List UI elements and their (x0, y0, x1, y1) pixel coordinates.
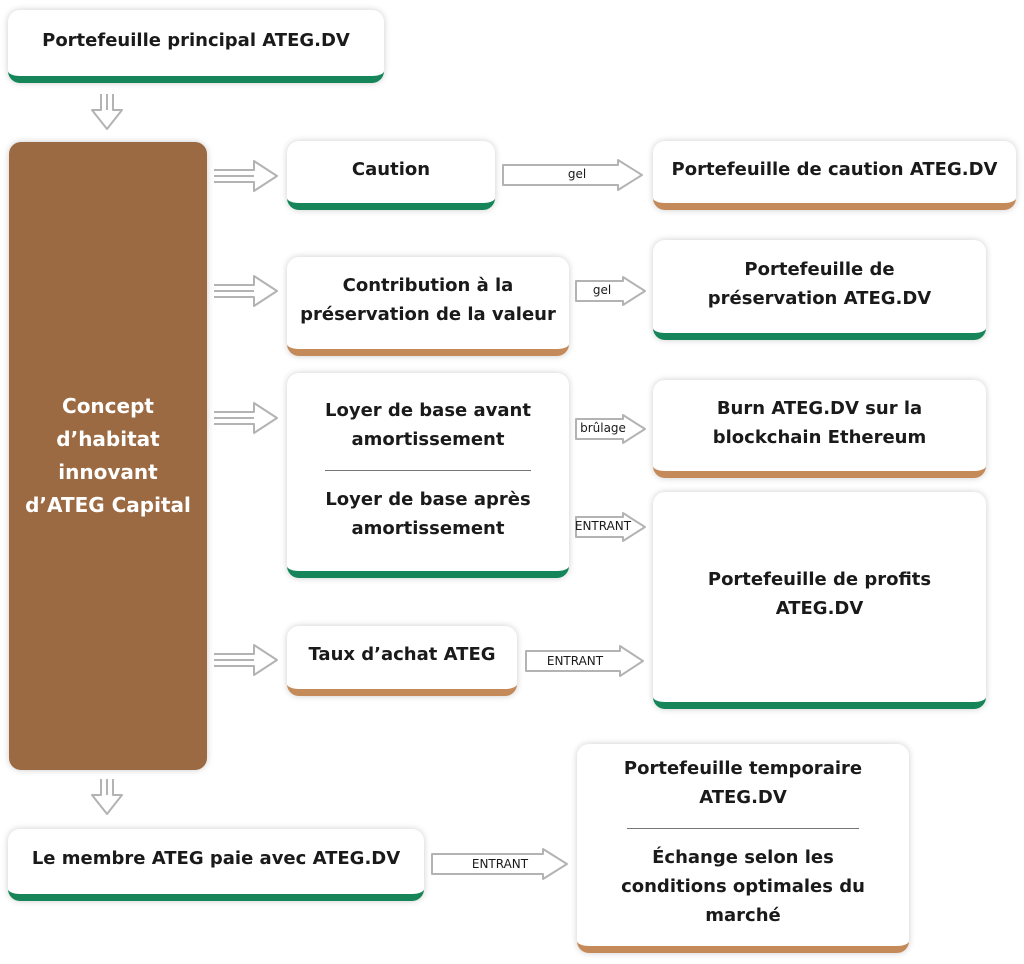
arrow-main-to-concept (91, 94, 123, 130)
caution-label: Caution (351, 158, 431, 180)
rent-box: Loyer de base avant amortissement Loyer … (287, 373, 569, 578)
profit-label-line1: Portefeuille de profits (707, 569, 932, 590)
preservation-label-line1: Portefeuille de (744, 258, 895, 280)
edge-label-entrant-rent: ENTRANT (574, 519, 632, 533)
preservation-wallet-box: Portefeuille de préservation ATEG.DV (653, 240, 986, 340)
edge-label-entrant-member: ENTRANT (471, 857, 529, 871)
arrow-contribution-to-preservation (575, 276, 646, 306)
temp-label-line1: Portefeuille temporaire (623, 758, 863, 779)
contribution-label-line2: préservation de la valeur (300, 304, 556, 325)
purchase-rate-label: Taux d’achat ATEG (308, 644, 496, 665)
profit-wallet-box: Portefeuille de profits ATEG.DV (653, 492, 986, 709)
arrow-concept-to-caution (214, 160, 278, 192)
arrow-concept-to-rent (214, 402, 278, 434)
member-pays-label: Le membre ATEG paie avec ATEG.DV (31, 848, 401, 869)
rent-before-line2: amortissement (351, 428, 505, 450)
edge-label-gel-caution: gel (567, 167, 587, 181)
temp-wallet-box: Portefeuille temporaire ATEG.DV Échange … (577, 744, 909, 953)
arrow-rent-to-profit (575, 512, 646, 542)
rent-divider (325, 469, 531, 471)
arrow-rate-to-profit (525, 645, 644, 677)
caution-box: Caution (287, 141, 495, 210)
caution-wallet-label: Portefeuille de caution ATEG.DV (671, 158, 998, 180)
arrow-rent-to-burn (575, 414, 646, 444)
rent-after-line1: Loyer de base après (325, 488, 531, 510)
main-wallet-label: Portefeuille principal ATEG.DV (42, 29, 350, 51)
concept-box: Concept d’habitat innovant d’ATEG Capita… (9, 142, 207, 770)
main-wallet-box: Portefeuille principal ATEG.DV (8, 10, 384, 83)
member-pays-box: Le membre ATEG paie avec ATEG.DV (8, 829, 424, 901)
preservation-label-line2: préservation ATEG.DV (707, 287, 932, 309)
rent-before-line1: Loyer de base avant (325, 399, 531, 421)
arrow-concept-to-contribution (214, 275, 278, 307)
edge-label-burn: brûlage (580, 421, 626, 435)
burn-label-line2: blockchain Ethereum (712, 426, 927, 448)
temp-divider (627, 828, 859, 829)
contribution-box: Contribution à la préservation de la val… (287, 257, 569, 356)
exchange-label-line2: conditions optimales du (621, 876, 865, 897)
rent-after-line2: amortissement (351, 517, 505, 539)
temp-label-line2: ATEG.DV (699, 787, 787, 808)
edge-label-entrant-rate: ENTRANT (546, 654, 604, 668)
exchange-label-line3: marché (705, 905, 781, 926)
arrow-member-to-temp (431, 848, 568, 880)
contribution-label-line1: Contribution à la (342, 275, 514, 296)
caution-wallet-box: Portefeuille de caution ATEG.DV (653, 141, 1016, 210)
arrow-caution-to-wallet (502, 159, 643, 191)
exchange-label-line1: Échange selon les (652, 847, 834, 868)
concept-label: Concept d’habitat innovant d’ATEG Capita… (25, 394, 191, 517)
profit-label-line2: ATEG.DV (775, 598, 864, 619)
arrow-concept-to-rate (214, 644, 278, 676)
arrow-concept-to-member (91, 779, 123, 815)
burn-label-line1: Burn ATEG.DV sur la (716, 397, 923, 419)
burn-box: Burn ATEG.DV sur la blockchain Ethereum (653, 380, 986, 478)
purchase-rate-box: Taux d’achat ATEG (287, 626, 517, 696)
edge-label-gel-contribution: gel (592, 283, 612, 297)
